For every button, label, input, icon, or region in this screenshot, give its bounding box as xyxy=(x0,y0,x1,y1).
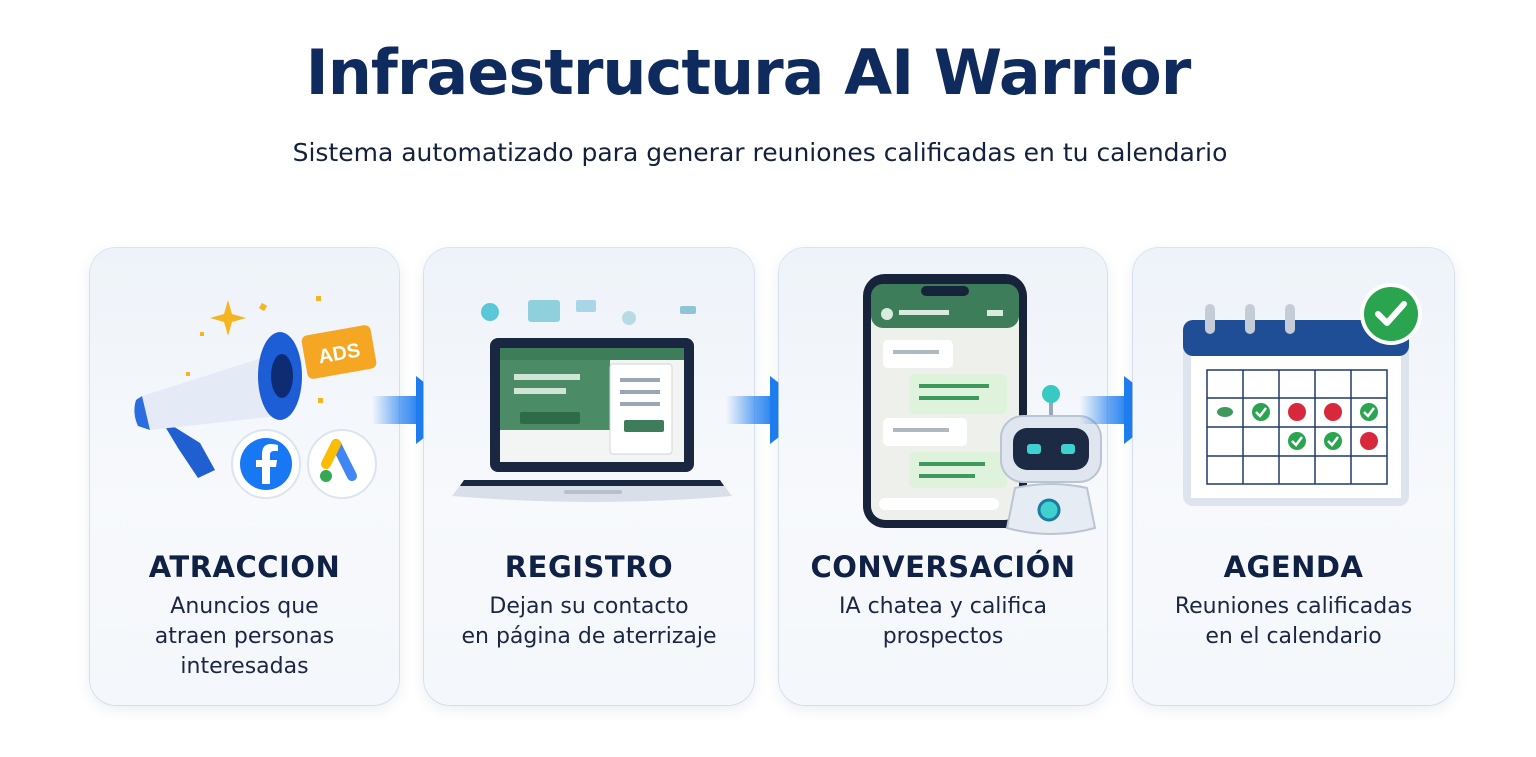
step-description: Reuniones calificadas en el calendario xyxy=(1174,594,1413,649)
page-title: Infraestructura AI Warrior xyxy=(305,36,1192,109)
agenda-illustration xyxy=(1183,283,1422,506)
page-subtitle: Sistema automatizado para generar reunio… xyxy=(292,138,1228,167)
chat-bubbles-icon xyxy=(879,340,1007,510)
robot-icon xyxy=(1000,385,1102,535)
step-card-registro: REGISTRO Dejan su contacto en página de … xyxy=(424,248,754,705)
ads-badge-icon: ADS xyxy=(301,325,377,379)
calendar-icon xyxy=(1183,304,1409,506)
atraccion-illustration: ADS xyxy=(134,296,377,499)
step-title: ATRACCION xyxy=(148,550,341,584)
step-description: IA chatea y califica prospectos xyxy=(839,594,1047,649)
google-ads-icon xyxy=(307,429,377,499)
registro-illustration xyxy=(452,300,732,502)
step-title: AGENDA xyxy=(1223,550,1364,584)
check-badge-icon xyxy=(1360,283,1422,345)
step-card-conversacion: CONVERSACIÓN IA chatea y califica prospe… xyxy=(779,248,1107,705)
step-title: REGISTRO xyxy=(504,550,674,584)
landing-page-icon xyxy=(500,348,684,455)
step-description: Anuncios que atraen personas interesadas xyxy=(154,594,335,679)
megaphone-icon xyxy=(134,332,302,478)
step-card-agenda: AGENDA Reuniones calificadas en el calen… xyxy=(1133,248,1454,705)
step-card-atraccion: ADS ATRACCION Anuncios que atraen person… xyxy=(90,248,399,705)
step-description: Dejan su contacto en página de aterrizaj… xyxy=(461,594,717,649)
step-title: CONVERSACIÓN xyxy=(810,550,1076,584)
sparkle-icon xyxy=(186,296,323,403)
facebook-icon xyxy=(231,429,301,499)
conversacion-illustration xyxy=(863,274,1102,535)
